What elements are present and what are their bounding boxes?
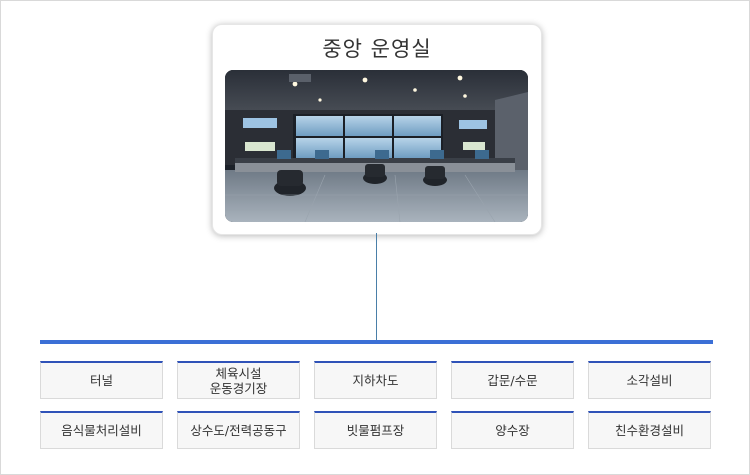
facility-label: 체육시설 [215,365,262,381]
facility-label: 빗물펌프장 [346,423,405,438]
facility-box-tunnel: 터널 [40,361,163,399]
facility-box-water-power-tunnel: 상수도/전력공동구 [177,411,300,449]
facility-label: 갑문/수문 [487,373,538,388]
central-control-room-title: 중앙 운영실 [322,37,432,61]
facility-box-pumping-station: 양수장 [451,411,574,449]
facility-label: 친수환경설비 [614,423,684,438]
facility-label: 지하차도 [352,373,399,388]
facility-label: 양수장 [495,423,530,438]
facility-label: 운동경기장 [209,380,268,396]
central-control-room-card: 중앙 운영실 [212,24,542,235]
facility-box-underpass: 지하차도 [314,361,437,399]
facility-box-food-waste: 음식물처리설비 [40,411,163,449]
facility-label: 상수도/전력공동구 [190,423,287,438]
facility-label: 음식물처리설비 [61,423,142,438]
facility-label: 터널 [89,373,113,388]
distribution-bus-line [40,340,713,344]
control-room-photo [225,70,528,222]
facility-box-sports: 체육시설 운동경기장 [177,361,300,399]
facility-box-waterfront: 친수환경설비 [588,411,711,449]
control-room-photo-illustration [225,70,528,222]
center-connector-line [376,233,377,340]
facility-box-rainwater-pump: 빗물펌프장 [314,411,437,449]
facility-box-sluice-gate: 갑문/수문 [451,361,574,399]
facility-box-incinerator: 소각설비 [588,361,711,399]
facility-label: 소각설비 [626,373,673,388]
